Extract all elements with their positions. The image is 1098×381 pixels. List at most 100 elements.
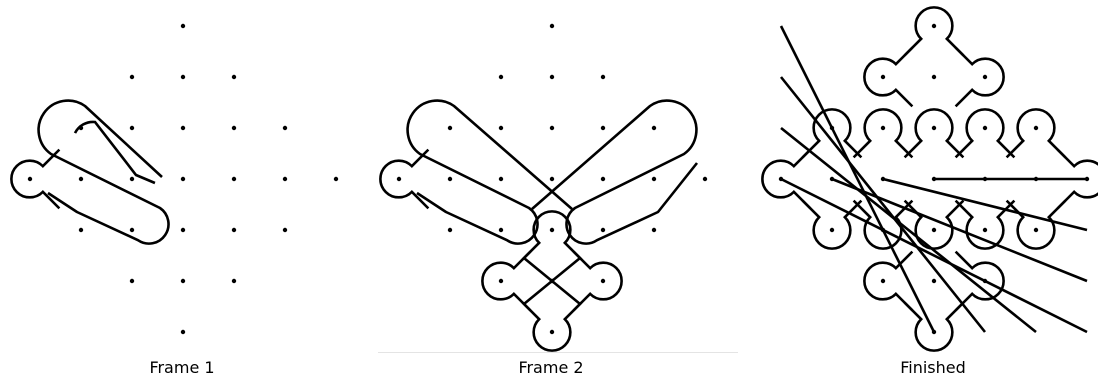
- frame-2-panel: [379, 23, 708, 352]
- grid-dot: [78, 176, 84, 182]
- grid-dot: [447, 227, 453, 233]
- grid-dot: [931, 278, 937, 284]
- kolam-loop: [379, 148, 430, 210]
- kolam-stroke: [779, 25, 936, 333]
- grid-dot: [600, 125, 606, 131]
- grid-dot: [1033, 227, 1039, 233]
- grid-dot: [129, 74, 135, 80]
- kolam-loop: [863, 46, 914, 108]
- kolam-loop: [903, 6, 965, 57]
- grid-dot: [600, 227, 606, 233]
- kolam-loop: [1005, 199, 1067, 250]
- grid-dot: [600, 176, 606, 182]
- grid-dot: [498, 278, 504, 284]
- grid-dot: [78, 227, 84, 233]
- grid-dot: [702, 176, 708, 182]
- kolam-loop: [1056, 148, 1098, 210]
- grid-dot: [180, 176, 186, 182]
- grid-dot: [1033, 125, 1039, 131]
- kolam-stroke: [523, 257, 581, 305]
- grid-dot: [282, 125, 288, 131]
- finished-panel: [761, 6, 1098, 352]
- grid-dot: [829, 227, 835, 233]
- kolam-loop: [1005, 108, 1067, 159]
- kolam-stroke: [779, 76, 987, 333]
- grid-dot: [180, 125, 186, 131]
- grid-dot: [498, 176, 504, 182]
- grid-dot: [231, 176, 237, 182]
- grid-dot: [880, 125, 886, 131]
- grid-dot: [651, 125, 657, 131]
- kolam-stroke: [73, 120, 156, 185]
- grid-dot: [447, 125, 453, 131]
- kolam-loop: [801, 199, 863, 250]
- grid-dot: [549, 74, 555, 80]
- grid-dot: [880, 74, 886, 80]
- grid-dot: [282, 176, 288, 182]
- grid-dot: [333, 176, 339, 182]
- kolam-loop: [801, 108, 863, 159]
- kolam-loop: [954, 108, 1016, 159]
- grid-dot: [549, 176, 555, 182]
- grid-dot: [180, 278, 186, 284]
- kolam-loop: [521, 210, 583, 261]
- grid-dot: [931, 23, 937, 29]
- grid-dot: [282, 227, 288, 233]
- grid-dot: [129, 176, 135, 182]
- grid-dot: [982, 74, 988, 80]
- grid-dot: [880, 278, 886, 284]
- grid-dot: [651, 227, 657, 233]
- grid-dot: [600, 74, 606, 80]
- grid-dot: [549, 329, 555, 335]
- kolam-stroke: [780, 126, 1037, 334]
- kolam-loop: [572, 250, 623, 312]
- kolam-loop: [903, 108, 965, 159]
- kolam-stroke: [831, 177, 1088, 283]
- grid-dot: [549, 125, 555, 131]
- grid-dot: [27, 176, 33, 182]
- kolam-loop: [954, 199, 1016, 250]
- kolam-loop: [863, 250, 914, 312]
- grid-dot: [549, 227, 555, 233]
- kolam-loop: [10, 148, 61, 210]
- kolam-loop: [521, 301, 583, 352]
- grid-dot: [129, 278, 135, 284]
- kolam-stroke: [780, 177, 1088, 334]
- frame-1-caption: Frame 1: [149, 358, 215, 377]
- grid-dot: [931, 125, 937, 131]
- kolam-loop: [903, 301, 965, 352]
- kolam-loop: [761, 148, 812, 210]
- grid-dot: [498, 74, 504, 80]
- grid-dot: [498, 227, 504, 233]
- grid-dot: [231, 227, 237, 233]
- kolam-stroke: [531, 99, 699, 245]
- grid-dot: [180, 329, 186, 335]
- grid-dot: [396, 176, 402, 182]
- grid-dot: [651, 176, 657, 182]
- frame-2-caption: Frame 2: [518, 358, 584, 377]
- grid-dot: [931, 74, 937, 80]
- kolam-loop: [954, 46, 1005, 108]
- kolam-loop: [481, 250, 532, 312]
- grid-dot: [447, 176, 453, 182]
- grid-dot: [129, 125, 135, 131]
- kolam-stroke: [882, 177, 1088, 232]
- frame-1-panel: [10, 23, 339, 335]
- grid-dot: [180, 74, 186, 80]
- kolam-stroke: [406, 99, 573, 245]
- grid-dot: [549, 23, 555, 29]
- grid-dot: [982, 125, 988, 131]
- grid-dot: [180, 23, 186, 29]
- kolam-stroke: [37, 99, 170, 245]
- grid-dot: [231, 125, 237, 131]
- kolam-loop: [852, 108, 914, 159]
- grid-dot: [982, 227, 988, 233]
- grid-dot: [498, 125, 504, 131]
- grid-dot: [180, 227, 186, 233]
- grid-dot: [931, 227, 937, 233]
- grid-dot: [600, 278, 606, 284]
- grid-dot: [129, 227, 135, 233]
- grid-dot: [231, 278, 237, 284]
- kolam-loop: [954, 250, 1005, 312]
